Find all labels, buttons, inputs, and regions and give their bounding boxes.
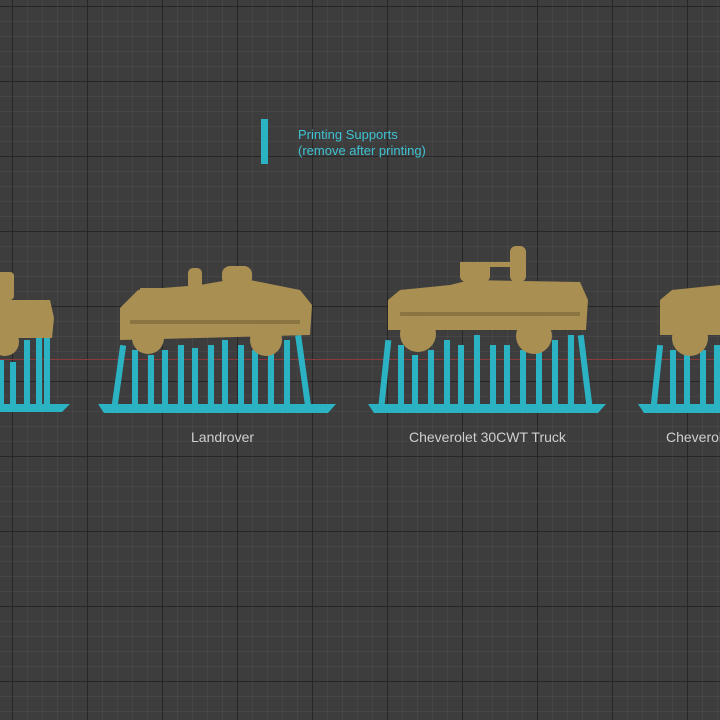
vehicle-model-1[interactable] bbox=[0, 272, 70, 412]
x-axis-line bbox=[0, 359, 720, 360]
support-legend: Printing Supports (remove after printing… bbox=[298, 127, 426, 159]
model-label-4: Cheverol bbox=[666, 429, 720, 445]
model-label-landrover: Landrover bbox=[191, 429, 255, 445]
legend-note: (remove after printing) bbox=[298, 143, 426, 158]
support-legend-swatch bbox=[261, 119, 268, 164]
vehicle-model-landrover[interactable] bbox=[98, 266, 336, 413]
vehicle-model-4[interactable] bbox=[638, 285, 720, 413]
legend-title: Printing Supports bbox=[298, 127, 398, 142]
model-label-chevrolet-truck: Cheverolet 30CWT Truck bbox=[409, 429, 566, 445]
vehicle-model-chevrolet-truck[interactable] bbox=[368, 246, 606, 413]
